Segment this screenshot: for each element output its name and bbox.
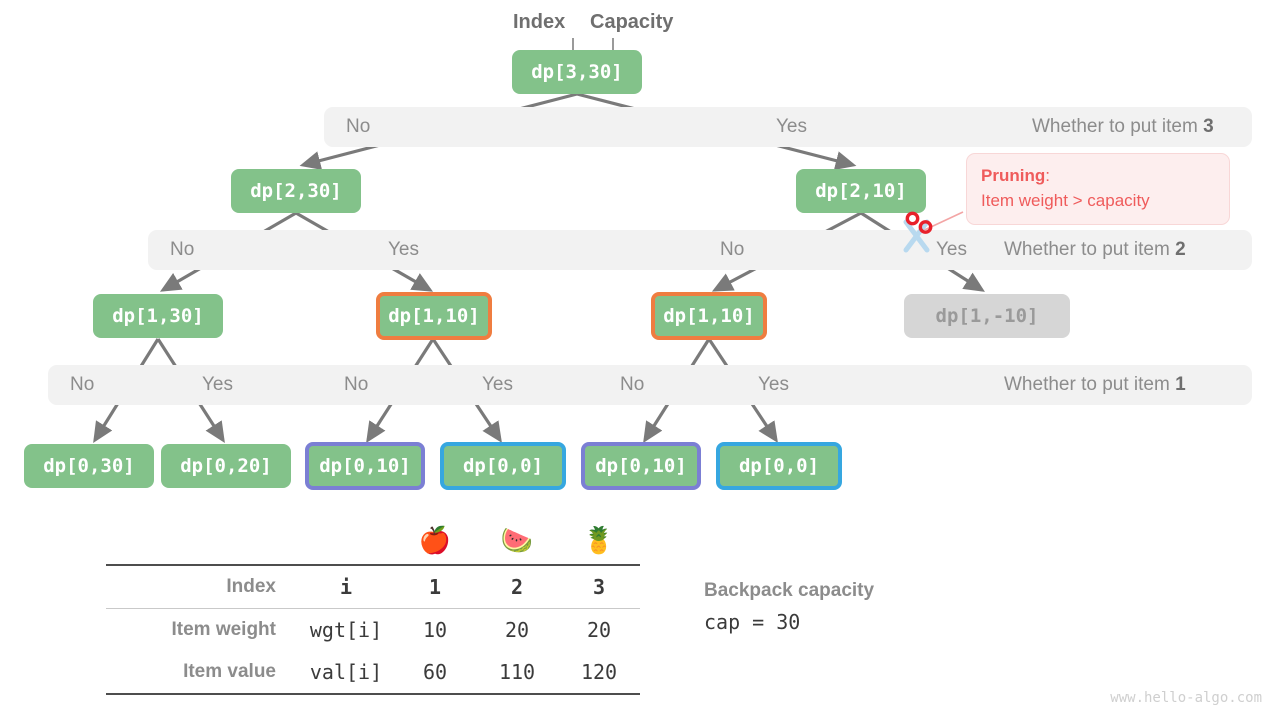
table-row-index: Index i 1 2 3 [106,564,640,609]
band1-question: Whether to put item 1 [1004,374,1186,396]
table-index-col3: 3 [558,564,640,609]
tree-leaf-dp-0-20[interactable]: dp[0,20] [161,444,291,488]
band2-question-item: 2 [1175,239,1186,260]
index-annotation-tick [572,38,574,54]
table-row-label-index: Index [106,564,298,609]
table-weight-col1: 10 [422,618,448,642]
band3-yes-label: Yes [776,116,807,137]
tree-leaf-dp-0-30[interactable]: dp[0,30] [24,444,154,488]
band1-question-text: Whether to put item [1004,374,1176,395]
tree-node-dp-1-minus10-pruned[interactable]: dp[1,-10] [904,294,1070,338]
table-emoji-key-spacer [298,518,394,565]
tree-node-root[interactable]: dp[3,30] [512,50,642,94]
capacity-annotation-tick [612,38,614,54]
band2-yes-left-label: Yes [388,239,419,260]
band1-no-a-label: No [70,374,95,395]
band3-question-text: Whether to put item [1032,116,1204,137]
pruning-reason-text: Item weight > capacity [981,190,1150,210]
tree-node-dp-1-30[interactable]: dp[1,30] [93,294,223,338]
table-weight-col3: 20 [586,618,612,642]
scissors-icon [903,211,933,253]
pineapple-icon: 🍍 [582,526,616,556]
tree-node-dp-2-30[interactable]: dp[2,30] [231,169,361,213]
band2-no-left-label: No [170,239,195,260]
band2-question: Whether to put item 2 [1004,239,1186,261]
table-row-label-value: Item value [106,651,298,695]
band3-no-label: No [346,116,371,137]
band1-question-item: 1 [1175,374,1186,395]
band3-question: Whether to put item 3 [1032,116,1214,138]
tree-leaf-dp-0-10-left[interactable]: dp[0,10] [305,442,425,490]
tree-leaf-dp-0-0-left[interactable]: dp[0,0] [440,442,566,490]
backpack-capacity-expression: cap = 30 [704,610,801,634]
tree-leaf-dp-0-10-right[interactable]: dp[0,10] [581,442,701,490]
table-key-value: val[i] [298,651,394,695]
band1-yes-a-label: Yes [202,374,233,395]
pruning-title-line: Pruning: [981,164,1215,189]
tree-leaf-dp-0-0-right[interactable]: dp[0,0] [716,442,842,490]
band2-yes-right-label: Yes [936,239,967,260]
table-row-value: Item value val[i] 60 110 120 [106,651,640,695]
table-emoji-watermelon: 🍉 [476,518,558,565]
capacity-annotation-label: Capacity [590,11,674,33]
backpack-capacity-note: Backpack capacity cap = 30 [704,580,874,634]
band2-no-right-label: No [720,239,745,260]
band1-yes-b-label: Yes [482,374,513,395]
decision-band-item-3: No Yes Whether to put item 3 [324,107,1252,147]
table-key-weight: wgt[i] [309,618,383,642]
table-value-col3: 120 [558,651,640,695]
table-index-col2: 2 [476,564,558,609]
pruning-title: Pruning [981,166,1046,185]
pruning-title-suffix: : [1045,166,1050,185]
table-emoji-row: 🍎 🍉 🍍 [106,518,640,565]
index-annotation-label: Index [513,11,566,33]
band1-no-c-label: No [620,374,645,395]
table-row-weight: Item weight wgt[i] 10 20 20 [106,609,640,652]
table-key-index: i [298,564,394,609]
decision-band-item-1: No Yes No Yes No Yes Whether to put item… [48,365,1252,405]
backpack-capacity-title: Backpack capacity [704,580,875,601]
band1-no-b-label: No [344,374,369,395]
table-value-col1: 60 [394,651,476,695]
watermelon-icon: 🍉 [500,526,534,556]
tree-node-dp-1-10-right[interactable]: dp[1,10] [651,292,767,340]
table-emoji-apple: 🍎 [394,518,476,565]
band3-question-item: 3 [1203,116,1214,137]
table-index-col1: 1 [394,564,476,609]
site-watermark: www.hello-algo.com [1110,690,1262,706]
table-emoji-row-spacer [106,518,298,565]
band1-yes-c-label: Yes [758,374,789,395]
item-table: 🍎 🍉 🍍 Index i 1 2 3 Item weight wgt[i] [106,518,640,695]
table-weight-col2: 20 [504,618,530,642]
table-row-label-weight: Item weight [171,619,276,640]
decision-band-item-2: No Yes No Yes Whether to put item 2 [148,230,1252,270]
tree-node-dp-2-10[interactable]: dp[2,10] [796,169,926,213]
pruning-callout: Pruning: Item weight > capacity [966,153,1230,225]
apple-icon: 🍎 [418,526,452,556]
tree-node-dp-1-10-left[interactable]: dp[1,10] [376,292,492,340]
table-emoji-pineapple: 🍍 [558,518,640,565]
band2-question-text: Whether to put item [1004,239,1176,260]
table-value-col2: 110 [476,651,558,695]
